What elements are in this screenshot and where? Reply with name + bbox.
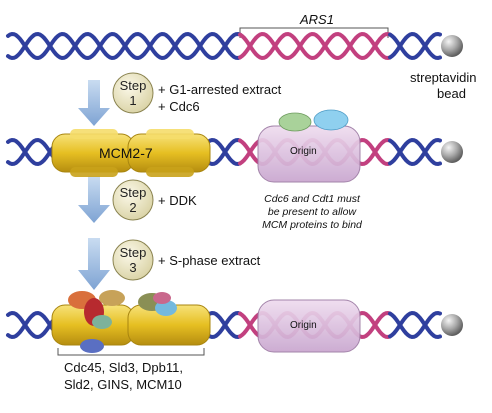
dna-strand-2-blue-right (388, 137, 442, 167)
step-2-line1: + DDK (158, 193, 197, 208)
bead-label-line1: streptavidin (410, 70, 477, 85)
bead-label-line2: bead (437, 86, 466, 101)
mcm2-7-label: MCM2-7 (99, 145, 153, 161)
step-3-line1: + S-phase extract (158, 253, 261, 268)
step-1-number: 1 (129, 93, 137, 108)
down-arrow-step2 (78, 176, 110, 223)
step-2-number: 2 (129, 200, 137, 215)
mcm2-7-complex-loaded (51, 304, 211, 346)
step-1-circle (112, 72, 154, 114)
dna-strand-2-pink-ars1 (238, 31, 392, 61)
step-3-circle (112, 239, 154, 281)
cdc6-cdt1-note-line3: MCM proteins to bind (262, 219, 362, 231)
mcm2-7-complex (51, 129, 211, 177)
dna-strand-2-blue-right (388, 310, 442, 340)
down-arrow-step3 (78, 238, 110, 290)
origin-label: Origin (290, 146, 317, 157)
dna-helix-top (6, 31, 442, 61)
step-3-word: Step (119, 245, 147, 260)
step-1-line2: + Cdc6 (158, 99, 200, 114)
dna-strand-2-blue-left (6, 31, 242, 61)
streptavidin-bead-top (441, 35, 463, 57)
streptavidin-bead-bottom (441, 314, 463, 336)
origin-complex-bottom (257, 299, 361, 353)
step-3-number: 3 (129, 260, 137, 275)
dna-strand-1-blue-right (388, 137, 442, 167)
factors-label-line1: Cdc45, Sld3, Dpb11, (64, 360, 183, 375)
step-2-circle (112, 179, 154, 221)
cdc6-cdt1-note-line1: Cdc6 and Cdt1 must (264, 193, 360, 205)
dna-strand-1-blue-right (388, 310, 442, 340)
origin-label-bottom: Origin (290, 320, 317, 331)
dna-strand-2-blue-right (388, 31, 442, 61)
replication-factors-cluster (68, 290, 177, 353)
streptavidin-bead-middle (441, 141, 463, 163)
origin-complex (257, 109, 361, 183)
step-1-line1: + G1-arrested extract (158, 82, 282, 97)
step-1-word: Step (119, 78, 147, 93)
factors-label-line2: Sld2, GINS, MCM10 (64, 377, 182, 392)
cdc6-cdt1-note-line2: be present to allow (267, 206, 357, 218)
down-arrow-step1 (78, 80, 110, 126)
step-2-word: Step (119, 185, 147, 200)
dna-strand-1-pink-ars1 (238, 31, 392, 61)
factors-bracket (57, 348, 205, 356)
dna-strand-1-blue-right (388, 31, 442, 61)
ars1-label: ARS1 (300, 12, 334, 27)
